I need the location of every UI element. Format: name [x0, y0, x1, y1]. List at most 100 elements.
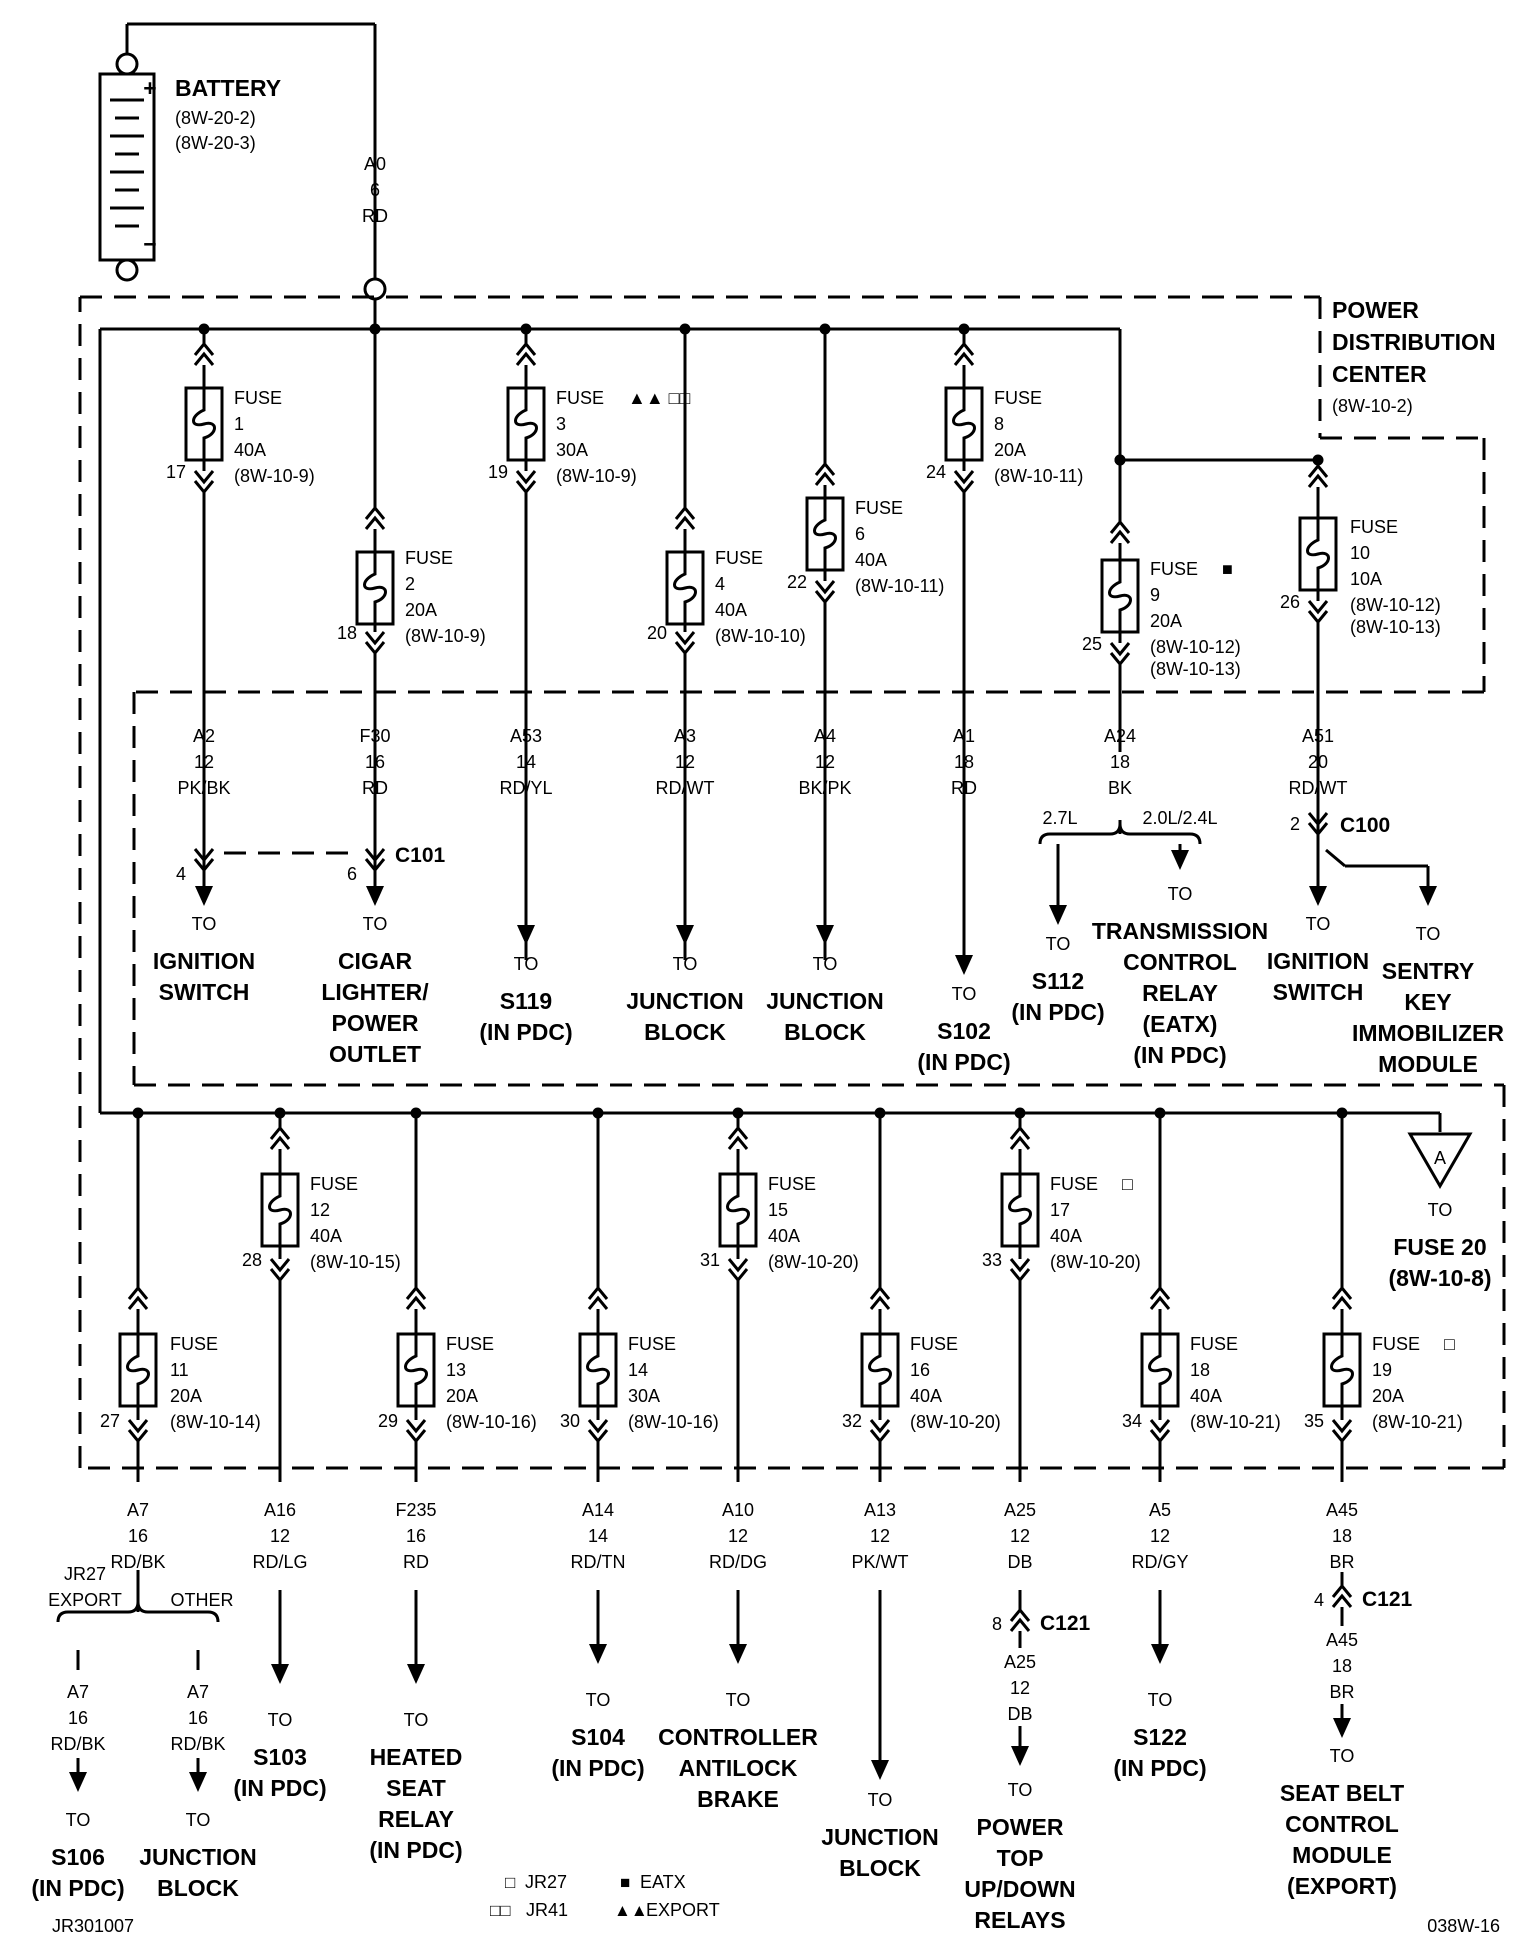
destination-label: (IN PDC): [1133, 1042, 1226, 1068]
destination-label: TO: [1008, 1780, 1033, 1800]
connector-chevron-icon: [1009, 1258, 1031, 1283]
destination-label: CONTROL: [1123, 949, 1237, 975]
pin-number: 4: [176, 864, 186, 884]
destination-label: UP/DOWN: [964, 1876, 1075, 1902]
battery-ref: (8W-20-2): [175, 108, 256, 128]
destination-label: IGNITION: [153, 948, 255, 974]
arrow-down-icon: [676, 925, 694, 945]
fuse-number: 10: [1350, 543, 1370, 563]
pin-number: 6: [347, 864, 357, 884]
fuse-number: 4: [715, 574, 725, 594]
fuse-element-icon: [192, 388, 216, 460]
fuse-ref: (8W-10-9): [556, 466, 637, 486]
fuse-ref: (8W-10-16): [446, 1412, 537, 1432]
wire-label: BK: [1108, 778, 1132, 798]
legend-symbol: ▲▲: [614, 1901, 648, 1920]
arrow-down-icon: [407, 1664, 425, 1684]
pin-number: 25: [1082, 634, 1102, 654]
fuse-label: FUSE: [855, 498, 903, 518]
branch-label: OTHER: [171, 1590, 234, 1610]
destination-label: JUNCTION: [139, 1844, 257, 1870]
pin-number: 20: [647, 623, 667, 643]
wire-label: 16: [128, 1526, 148, 1546]
fuse-ref: (8W-10-13): [1350, 617, 1441, 637]
connector-chevron-icon: [727, 1125, 749, 1150]
wire-label: A53: [510, 726, 542, 746]
legend-text: JR41: [526, 1900, 568, 1920]
connector-chevron-icon: [674, 631, 696, 656]
fuse-number: 18: [1190, 1360, 1210, 1380]
destination-label: MODULE: [1292, 1842, 1392, 1868]
wire-label: A3: [674, 726, 696, 746]
destination-label: TO: [868, 1790, 893, 1810]
fuse-label: FUSE: [1350, 517, 1398, 537]
wire-label: 20: [1308, 752, 1328, 772]
destination-label: LIGHTER/: [321, 979, 429, 1005]
wire-label: RD/BK: [110, 1552, 165, 1572]
connector-chevron-icon: [1331, 1583, 1353, 1608]
wire-label: 16: [406, 1526, 426, 1546]
fuse-number: 15: [768, 1200, 788, 1220]
fuse-number: 12: [310, 1200, 330, 1220]
wire-label: 16: [188, 1708, 208, 1728]
destination-label: S122: [1133, 1724, 1187, 1750]
pin-number: 8: [992, 1614, 1002, 1634]
fuse-amperage: 40A: [1190, 1386, 1222, 1406]
legend-symbol: □: [505, 1873, 515, 1892]
arrow-down-icon: [589, 1644, 607, 1664]
destination-label: JUNCTION: [821, 1824, 939, 1850]
connector-chevron-icon: [1149, 1285, 1171, 1310]
arrow-down-icon: [729, 1644, 747, 1664]
destination-label: BLOCK: [784, 1019, 866, 1045]
wire-label: RD: [362, 206, 388, 226]
connector-chevron-icon: [364, 631, 386, 656]
pin-number: 19: [488, 462, 508, 482]
destination-label: KEY: [1404, 989, 1451, 1015]
arrow-down-icon: [366, 886, 384, 906]
wire-label: 14: [588, 1526, 608, 1546]
fuse-amperage: 40A: [855, 550, 887, 570]
fuse-label: FUSE: [1150, 559, 1198, 579]
fuse-label: FUSE: [910, 1334, 958, 1354]
fuse-amperage: 30A: [556, 440, 588, 460]
fuse-amperage: 20A: [994, 440, 1026, 460]
wire-label: DB: [1007, 1704, 1032, 1724]
connector-chevron-icon: [515, 341, 537, 366]
arrow-down-icon: [517, 925, 535, 945]
wire-label: A1: [953, 726, 975, 746]
fuse-label: FUSE: [628, 1334, 676, 1354]
branch-label: JR27: [64, 1564, 106, 1584]
pin-number: 30: [560, 1411, 580, 1431]
legend-symbol: □□: [490, 1901, 511, 1920]
fuse-label: FUSE: [556, 388, 604, 408]
destination-label: BLOCK: [644, 1019, 726, 1045]
fuse-amperage: 40A: [234, 440, 266, 460]
pin-number: 2: [1290, 814, 1300, 834]
fuse-marks: ▲▲ □□: [628, 388, 691, 408]
destination-label: SEAT BELT: [1280, 1780, 1404, 1806]
arrow-down-icon: [195, 886, 213, 906]
destination-label: CIGAR: [338, 948, 413, 974]
fuse-amperage: 20A: [446, 1386, 478, 1406]
destination-label: POWER: [977, 1814, 1064, 1840]
fuse-number: 16: [910, 1360, 930, 1380]
fuse-label: FUSE: [170, 1334, 218, 1354]
destination-label: TO: [1330, 1746, 1355, 1766]
fuse-ref: (8W-10-14): [170, 1412, 261, 1432]
fuse-element-icon: [1108, 560, 1132, 632]
connector-chevron-icon: [1109, 519, 1131, 544]
pdc-title: CENTER: [1332, 361, 1427, 387]
wire-line: [1325, 848, 1346, 868]
fuse-amperage: 20A: [405, 600, 437, 620]
destination-label: (IN PDC): [233, 1775, 326, 1801]
fuse-marks: ■: [1222, 559, 1233, 579]
wire-label: 12: [1010, 1678, 1030, 1698]
destination-label: TRANSMISSION: [1092, 918, 1268, 944]
connector-chevron-icon: [674, 505, 696, 530]
fuse-ref: (8W-10-13): [1150, 659, 1241, 679]
destination-label: TO: [952, 984, 977, 1004]
wire-label: A5: [1149, 1500, 1171, 1520]
destination-label: TO: [586, 1690, 611, 1710]
fuse-label: FUSE: [234, 388, 282, 408]
